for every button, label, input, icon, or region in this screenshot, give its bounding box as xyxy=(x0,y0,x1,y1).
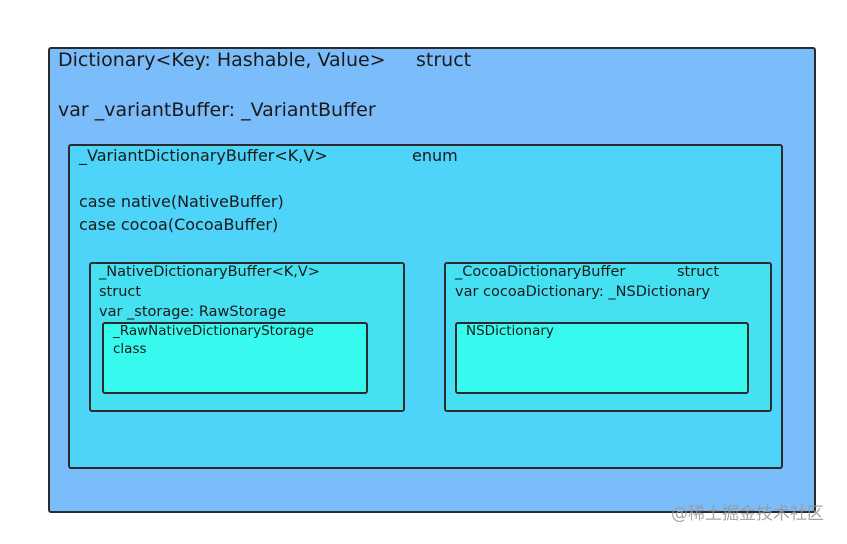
raw-storage-kind-label: class xyxy=(113,341,147,357)
raw-storage-title: _RawNativeDictionaryStorage xyxy=(113,323,314,339)
native-buffer-kind-label: struct xyxy=(99,284,142,300)
native-buffer-title: _NativeDictionaryBuffer<K,V> xyxy=(99,264,320,280)
cocoa-buffer-kind-label: struct xyxy=(677,264,720,280)
dictionary-kind-label: struct xyxy=(416,49,472,71)
ns-dictionary-title: NSDictionary xyxy=(466,323,554,339)
cocoa-buffer-field: var cocoaDictionary: _NSDictionary xyxy=(455,284,711,300)
variant-buffer-title: _VariantDictionaryBuffer<K,V> xyxy=(79,146,328,165)
cocoa-buffer-title: _CocoaDictionaryBuffer xyxy=(455,264,626,280)
dictionary-title: Dictionary<Key: Hashable, Value> xyxy=(58,49,386,71)
variant-case-cocoa: case cocoa(CocoaBuffer) xyxy=(79,215,279,234)
dictionary-field: var _variantBuffer: _VariantBuffer xyxy=(58,99,376,121)
ns-dictionary-box xyxy=(455,322,749,394)
watermark-text: @稀土掘金技术社区 xyxy=(671,504,824,524)
variant-case-native: case native(NativeBuffer) xyxy=(79,192,284,211)
variant-buffer-kind-label: enum xyxy=(412,146,458,165)
native-buffer-field: var _storage: RawStorage xyxy=(99,304,287,320)
raw-storage-class-box xyxy=(102,322,368,394)
